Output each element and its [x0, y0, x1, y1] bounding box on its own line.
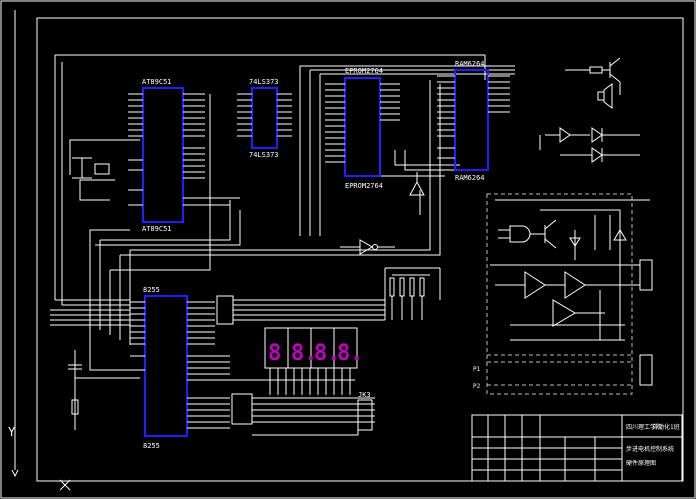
title-class: 自动化1班 [652, 423, 680, 431]
mcu-at89c51 [128, 87, 240, 223]
eprom-label-bottom: EPROM2764 [345, 182, 383, 190]
latch-74ls373 [237, 87, 292, 149]
ram-6264 [437, 69, 510, 171]
port-label-p1: P1 [473, 366, 481, 373]
ram-label-top: RAM6264 [455, 60, 485, 68]
title-sheet: 硬件原理图 [626, 459, 656, 467]
display-digit-3: 8. [314, 341, 341, 366]
lower-wiring [50, 240, 140, 430]
io-label-bottom: 8255 [143, 442, 160, 450]
transistor-driver [565, 57, 621, 109]
resistor-array [389, 274, 430, 320]
mcu-label-bottom: AT89C51 [142, 225, 172, 233]
latch-label-top: 74LS373 [249, 78, 279, 86]
y-axis-label: Y [8, 425, 16, 439]
display-digit-4: 8. [337, 341, 364, 366]
seven-segment-display [230, 327, 358, 395]
display-digit-1: 8 [268, 341, 281, 366]
eprom-label-top: EPROM2764 [345, 67, 383, 75]
title-block [471, 414, 683, 482]
buffer-gate [409, 172, 425, 196]
io-8255 [130, 295, 230, 437]
ucs-axis [11, 10, 71, 491]
io-label-top: 8255 [143, 286, 160, 294]
title-project: 步进电机控制系统 [626, 445, 674, 453]
inverter-gate [340, 239, 395, 255]
eprom-2764 [325, 77, 400, 177]
optocoupler [539, 127, 640, 163]
connector-label: JK3 [358, 391, 371, 399]
latch-label-bottom: 74LS373 [249, 151, 279, 159]
mcu-label-top: AT89C51 [142, 78, 172, 86]
port-label-p2: P2 [473, 383, 481, 390]
ram-label-bottom: RAM6264 [455, 174, 485, 182]
display-digit-2: 8. [291, 341, 318, 366]
crystal-oscillator [72, 157, 110, 179]
driver-module [486, 193, 653, 395]
bus-buffer-chip [216, 267, 441, 325]
title-school: 四川理工学院 [626, 423, 662, 431]
keyboard-driver-chip [231, 393, 375, 425]
top-wiring [54, 54, 515, 371]
connector-jk3 [252, 399, 373, 436]
